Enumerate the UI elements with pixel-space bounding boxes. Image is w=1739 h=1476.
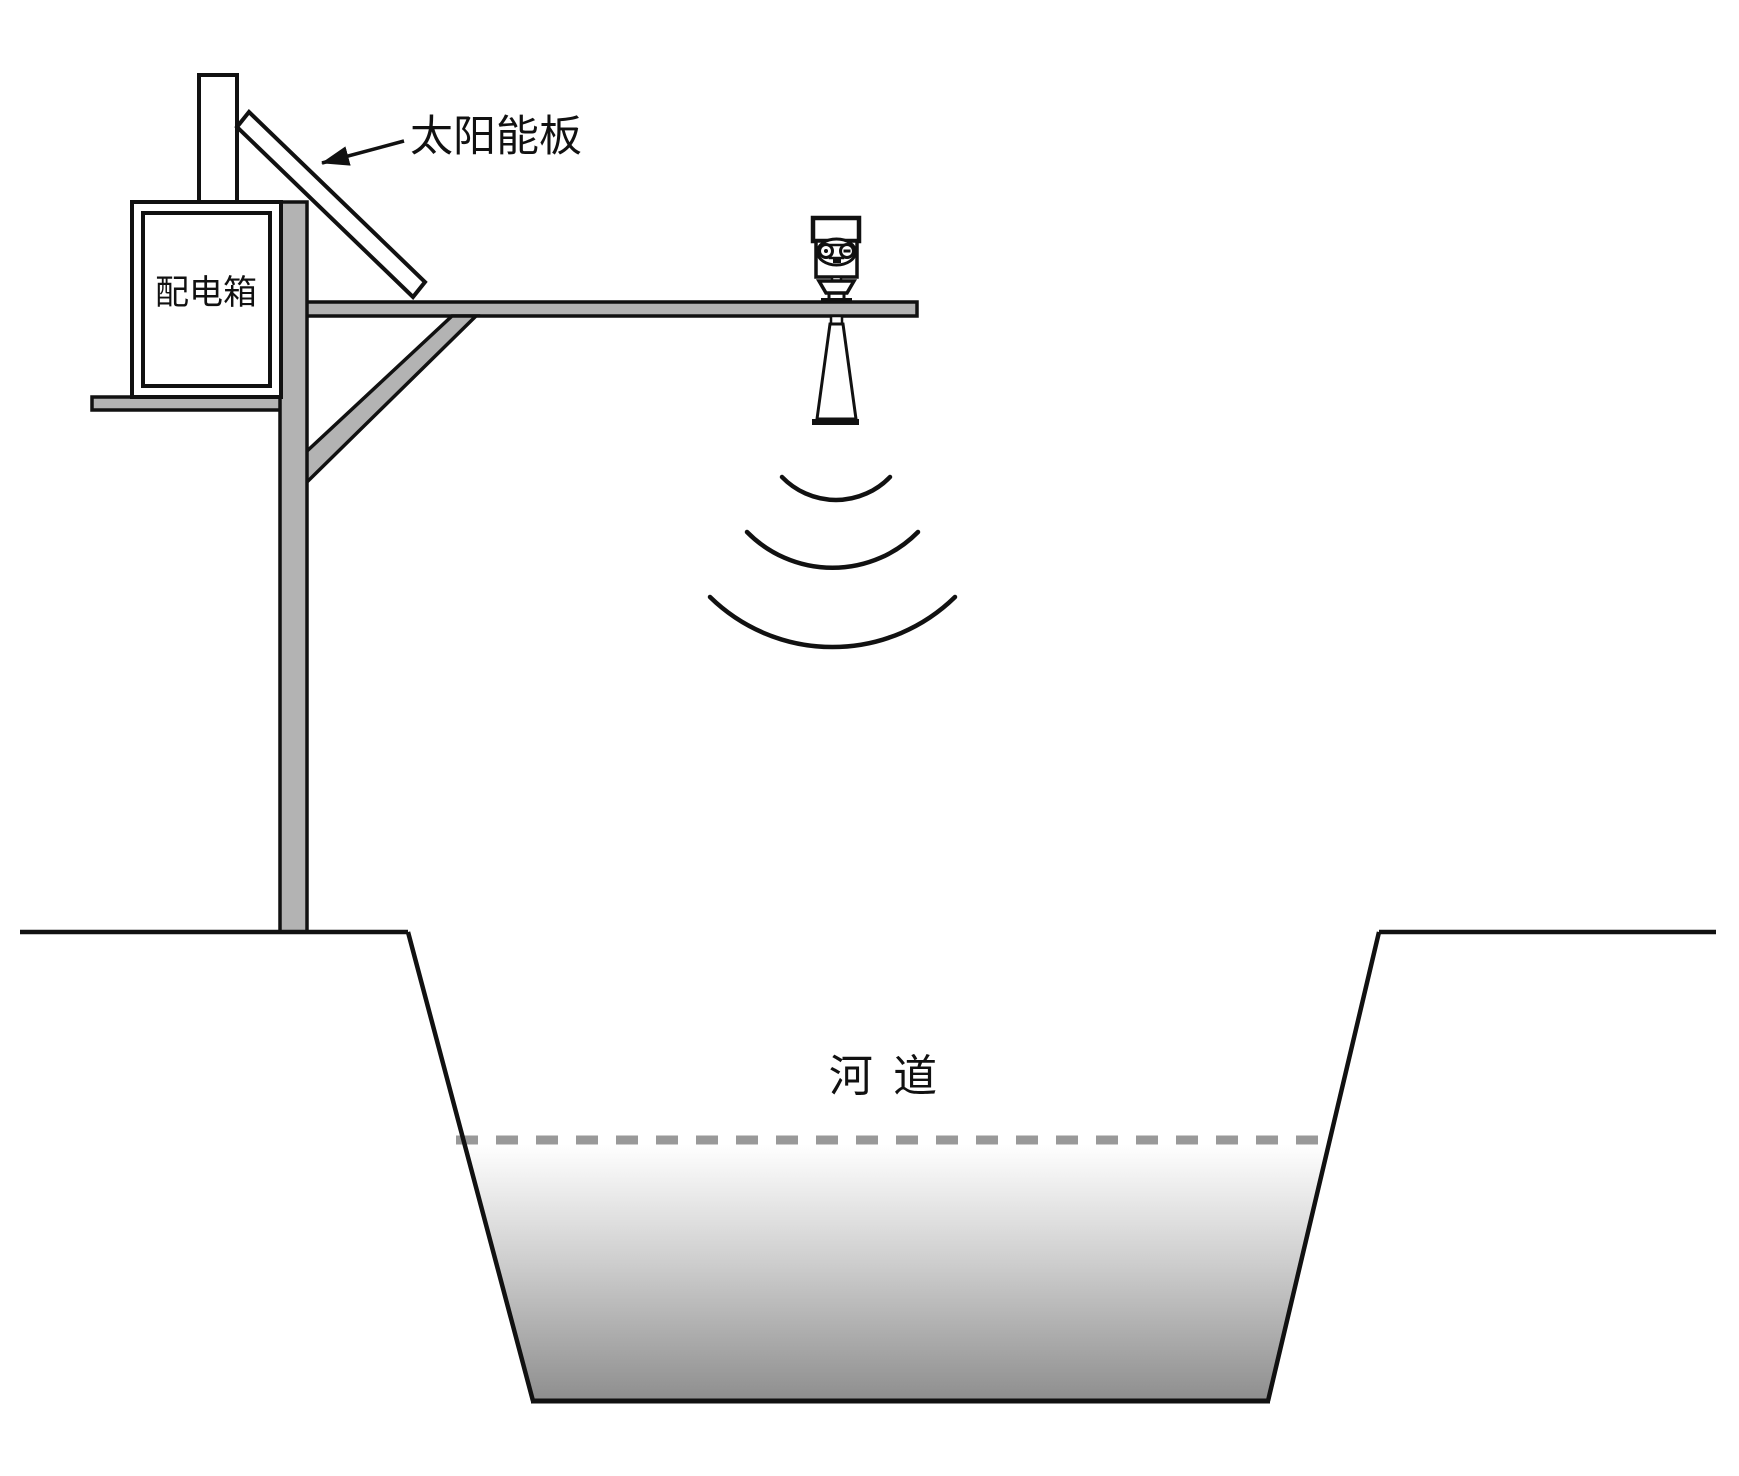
solar-panel bbox=[234, 109, 428, 300]
sensor-base-plate bbox=[821, 298, 852, 302]
sensor-oval-tab bbox=[833, 259, 841, 263]
radar-wave-3 bbox=[707, 594, 958, 650]
power-distribution-box: 配电箱 bbox=[130, 200, 283, 399]
water-body bbox=[464, 1144, 1328, 1401]
mounting-arm bbox=[301, 300, 919, 318]
solar-panel-mast bbox=[197, 73, 239, 207]
radar-level-sensor bbox=[810, 215, 862, 425]
radar-waves bbox=[707, 474, 958, 650]
channel-right-bank bbox=[1265, 931, 1382, 1402]
radar-horn-cone bbox=[815, 322, 858, 421]
power-box-inner bbox=[141, 211, 272, 388]
river-channel-label: 河 道 bbox=[829, 1052, 941, 1101]
sensor-flange bbox=[815, 279, 858, 295]
radar-wave-2 bbox=[744, 529, 921, 570]
sensor-dial-left-dot bbox=[824, 249, 828, 253]
solar-panel-callout: 太阳能板 bbox=[321, 113, 582, 166]
solar-panel-arrow bbox=[321, 139, 405, 166]
support-pole bbox=[278, 200, 309, 934]
power-box-label: 配电箱 bbox=[155, 274, 257, 312]
horn-mouth-plate bbox=[812, 419, 859, 425]
solar-panel-label: 太阳能板 bbox=[410, 113, 582, 161]
channel-left-bank bbox=[405, 931, 536, 1402]
diagonal-brace bbox=[304, 314, 481, 488]
radar-wave-1 bbox=[779, 474, 893, 503]
